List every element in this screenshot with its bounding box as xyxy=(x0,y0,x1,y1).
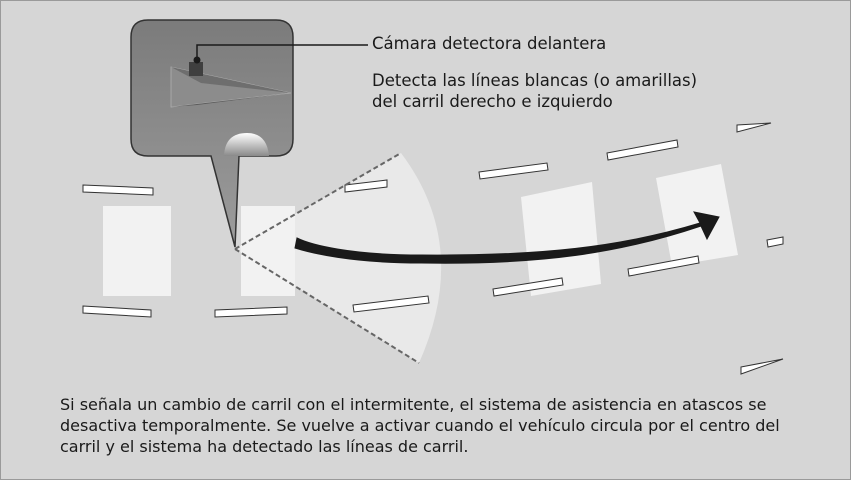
vehicle-rear-left xyxy=(103,206,171,296)
lane-marking xyxy=(344,179,388,193)
lane-marking xyxy=(740,358,784,375)
lane-marking xyxy=(736,122,772,133)
detection-description: del carril derecho e izquierdo xyxy=(372,92,613,111)
caption-line: desactiva temporalmente. Se vuelve a act… xyxy=(60,416,780,435)
vehicle-target-lane-1 xyxy=(521,182,601,296)
lane-marking xyxy=(214,306,288,318)
lane-marking xyxy=(82,184,154,196)
camera-label: Cámara detectora delantera xyxy=(372,34,607,53)
caption: Si señala un cambio de carril con el int… xyxy=(60,394,840,457)
camera-icon xyxy=(170,62,292,108)
caption-line: carril y el sistema ha detectado las lín… xyxy=(60,437,469,456)
lane-change-arrow-icon xyxy=(294,211,720,264)
lane-marking xyxy=(627,255,700,277)
camera-leader-line xyxy=(196,44,368,59)
lane-marking xyxy=(766,236,784,248)
caption-line: Si señala un cambio de carril con el int… xyxy=(60,395,767,414)
detection-line-lower xyxy=(234,248,420,364)
lane-marking xyxy=(352,295,430,313)
lane-markings xyxy=(82,122,784,375)
camera-leader-dot xyxy=(193,56,201,64)
detection-description: Detecta las líneas blancas (o amarillas) xyxy=(372,71,698,90)
lane-marking xyxy=(492,277,564,297)
rear-view-mirror xyxy=(224,133,269,156)
lane-marking xyxy=(606,139,679,161)
lane-marking xyxy=(478,162,549,180)
lane-marking xyxy=(82,305,152,318)
